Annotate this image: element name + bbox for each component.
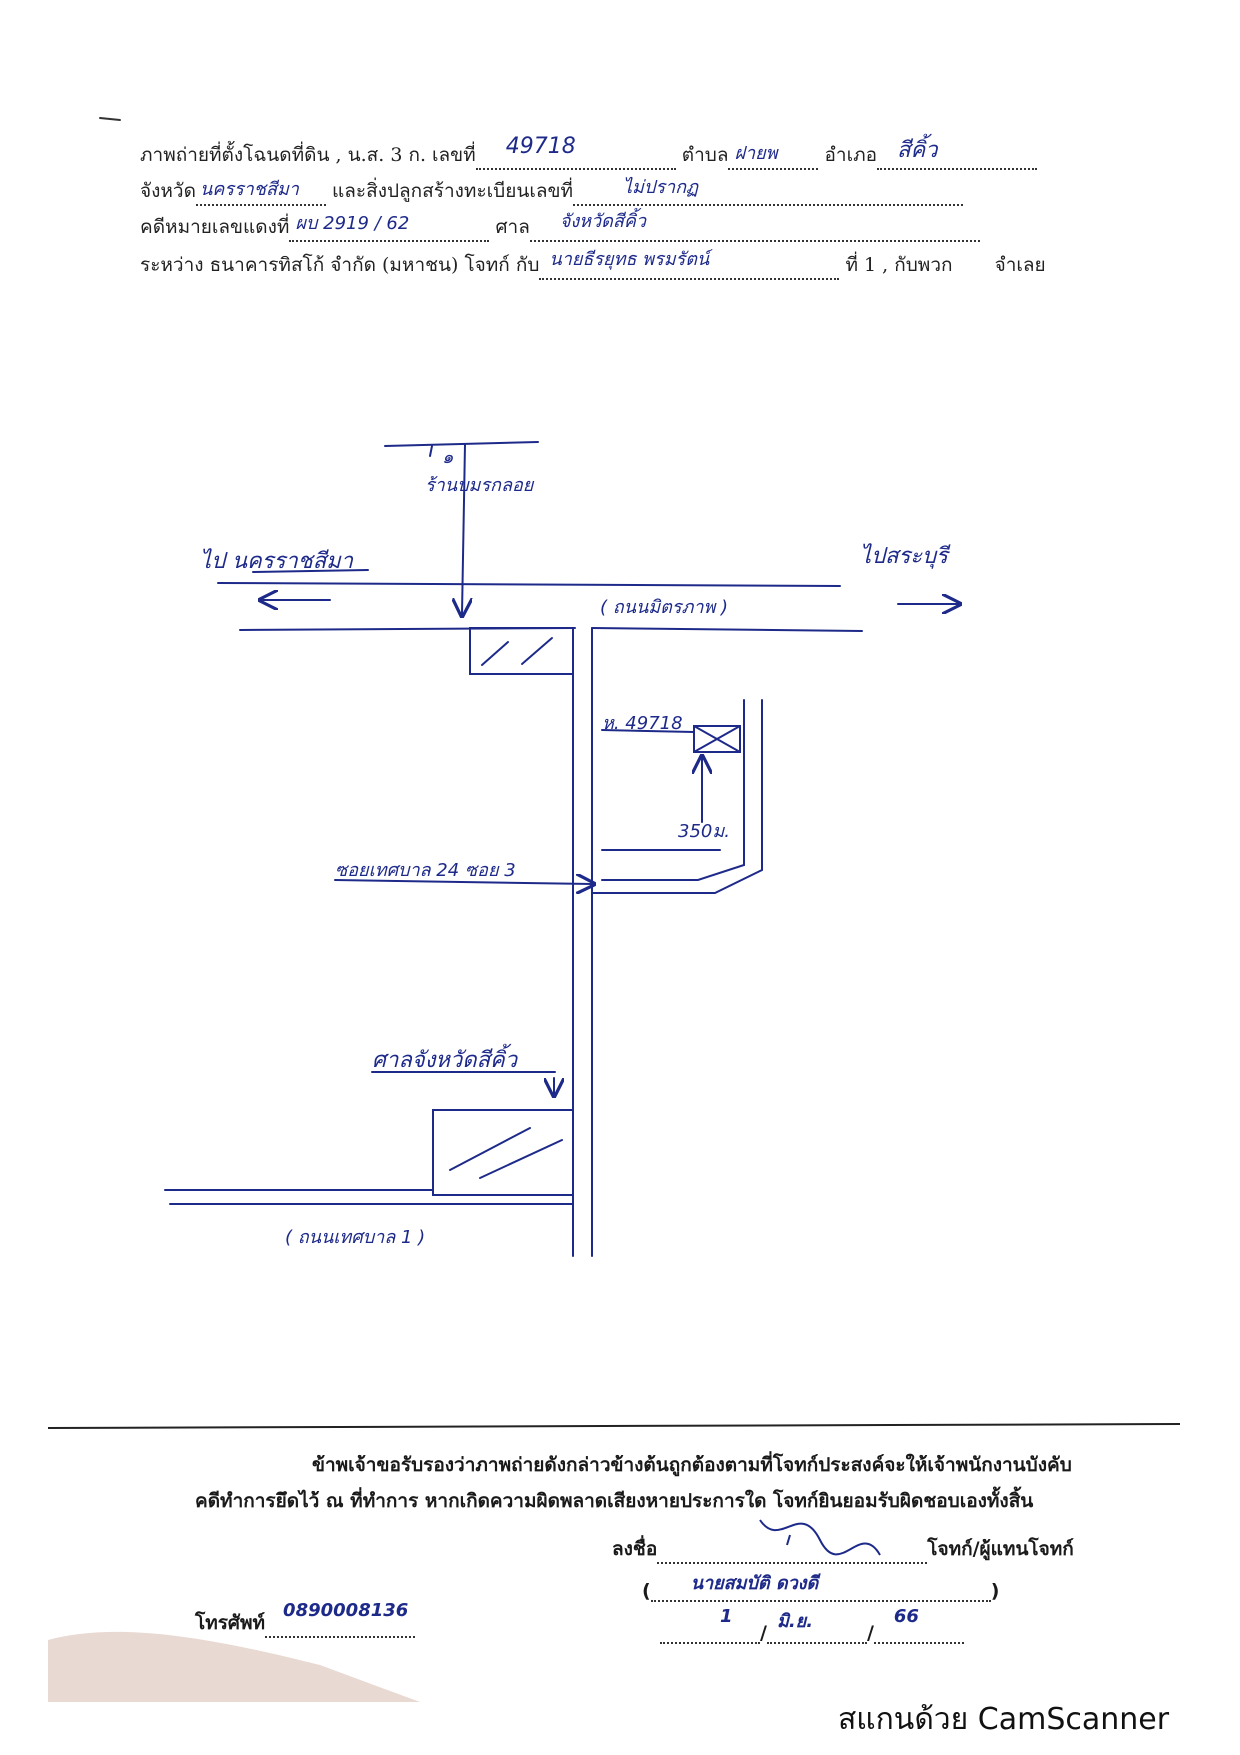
distance-label: 350ม. <box>678 821 730 842</box>
shop-label-tick <box>429 445 433 457</box>
form-line-3: คดีหมายเลขแดงที่ผบ 2919 / 62 ศาล จังหวัดส… <box>140 211 980 242</box>
court-box <box>432 1109 574 1196</box>
to-left-label: ไป นครราชสีมา <box>200 549 353 574</box>
shop-box <box>469 627 574 675</box>
defendant-field: นายธีรยุทธ พรมรัตน์ <box>539 249 840 280</box>
form-line-2: จังหวัดนครราชสีมา และสิ่งปลูกสร้างทะเบีย… <box>140 176 963 206</box>
form-line-4: ระหว่าง ธนาคารทิสโก้ จำกัด (มหาชน) โจทก์… <box>140 249 1046 280</box>
shop-label: ร้านบมรกลอย <box>425 475 534 496</box>
bottom-road-label: ( ถนนเทศบาล 1 ) <box>285 1227 426 1248</box>
shop-label-underline <box>384 441 539 447</box>
printed-name-line: (นายสมบัติ ดวงดี) <box>642 1573 999 1602</box>
plot-box <box>693 725 741 753</box>
court-label: ศาลจังหวัดสีคิ้ว <box>372 1048 518 1073</box>
signature-tick <box>786 1534 791 1546</box>
label-defendant: จำเลย <box>994 254 1046 276</box>
date-year-field: 66 <box>873 1606 964 1644</box>
phone-label: โทรศัพท์ <box>195 1612 266 1634</box>
label-between: ระหว่าง ธนาคารทิสโก้ จำกัด (มหาชน) โจทก์… <box>140 254 540 276</box>
main-road-bottom-edge-right <box>591 627 863 632</box>
defendant-value: นายธีรยุทธ พรมรัตน์ <box>549 249 710 270</box>
sign-label: ลงชื่อ <box>612 1538 658 1560</box>
shop-number: ๑ <box>442 447 454 468</box>
sign-role: โจทก์/ผู้แทนโจทก์ <box>927 1538 1074 1560</box>
stray-mark <box>99 117 121 121</box>
date-year: 66 <box>893 1606 919 1627</box>
soi-arrow <box>334 880 592 884</box>
form-line-1: ภาพถ่ายที่ตั้งโฉนดที่ดิน , น.ส. 3 ก. เลข… <box>140 134 1038 170</box>
inner-lane-edge-2 <box>591 699 763 894</box>
phone-line: โทรศัพท์ 0890008136 <box>195 1600 416 1638</box>
amphoe-field: สีคิ้ว <box>877 138 1038 170</box>
court-hatch-1 <box>449 1127 531 1171</box>
to-left-underline <box>252 569 369 573</box>
label-case: คดีหมายเลขแดงที่ <box>140 216 290 238</box>
soi-label: ซอยเทศบาล 24 ซอย 3 <box>335 860 516 881</box>
phone-value: 0890008136 <box>283 1600 409 1621</box>
court-value: จังหวัดสีคิ้ว <box>559 211 646 232</box>
label-court: ศาล <box>495 216 530 238</box>
label-amphoe: อำเภอ <box>824 144 878 166</box>
to-right-label: ไปสระบุรี <box>860 544 948 569</box>
court-hatch-2 <box>479 1139 563 1179</box>
label-photo: ภาพถ่ายที่ตั้งโฉนดที่ดิน , <box>140 144 342 166</box>
plot-label: ห. 49718 <box>602 713 683 734</box>
date-month-field: มิ.ย. <box>766 1611 867 1644</box>
signature-line: ลงชื่อ โจทก์/ผู้แทนโจทก์ <box>612 1534 1074 1564</box>
case-no-field: ผบ 2919 / 62 <box>289 213 490 242</box>
tambon-value: ฝายพ <box>734 143 778 164</box>
phone-field: 0890008136 <box>265 1600 416 1638</box>
deed-no-value: 49718 <box>505 134 576 159</box>
label-province: จังหวัด <box>140 180 196 202</box>
province-value: นครราชสีมา <box>199 179 299 200</box>
certification-line-2: คดีทำการยึดไว้ ณ ที่ทำการ หากเกิดความผิด… <box>195 1490 1034 1512</box>
date-day-field: 1 <box>660 1606 760 1644</box>
label-tambon: ตำบล <box>681 144 729 166</box>
printed-name-field: นายสมบัติ ดวงดี <box>650 1573 991 1602</box>
signature-scribble <box>759 1519 881 1556</box>
main-road-top-edge <box>217 582 841 587</box>
date-month: มิ.ย. <box>776 1611 814 1632</box>
printed-name-value: นายสมบัติ ดวงดี <box>690 1573 819 1594</box>
deed-no-field: 49718 <box>475 134 676 170</box>
tambon-field: ฝายพ <box>728 143 819 170</box>
inner-lane-edge-1 <box>601 699 745 881</box>
camscanner-watermark: สแกนด้วย CamScanner <box>838 1702 1170 1737</box>
certification-line-1: ข้าพเจ้าขอรับรองว่าภาพถ่ายดังกล่าวข้างต้… <box>312 1454 1072 1476</box>
label-building: และสิ่งปลูกสร้างทะเบียนเลขที่ <box>332 180 573 202</box>
shop-hatch-2 <box>521 637 553 665</box>
label-tail: ที่ 1 , กับพวก <box>845 254 953 276</box>
label-ns3k: น.ส. 3 ก. เลขที่ <box>347 144 476 166</box>
signature-field <box>657 1540 928 1564</box>
main-road-label: ( ถนนมิตรภาพ ) <box>600 597 729 618</box>
shop-hatch-1 <box>481 641 509 666</box>
case-no-value: ผบ 2919 / 62 <box>295 213 410 234</box>
date-line: 1/มิ.ย./66 <box>660 1606 964 1644</box>
plot-cross <box>693 725 741 753</box>
date-day: 1 <box>720 1606 733 1627</box>
scan-shadow <box>48 1631 420 1702</box>
shop-arrow <box>462 443 465 614</box>
amphoe-value: สีคิ้ว <box>897 138 938 163</box>
separator-line <box>47 1423 1181 1429</box>
plot-label-underline <box>601 729 695 733</box>
court-field: จังหวัดสีคิ้ว <box>529 211 980 242</box>
province-field: นครราชสีมา <box>195 179 326 206</box>
building-no-field: ไม่ปรากฏ <box>572 177 963 206</box>
building-no-value: ไม่ปรากฏ <box>622 177 699 198</box>
